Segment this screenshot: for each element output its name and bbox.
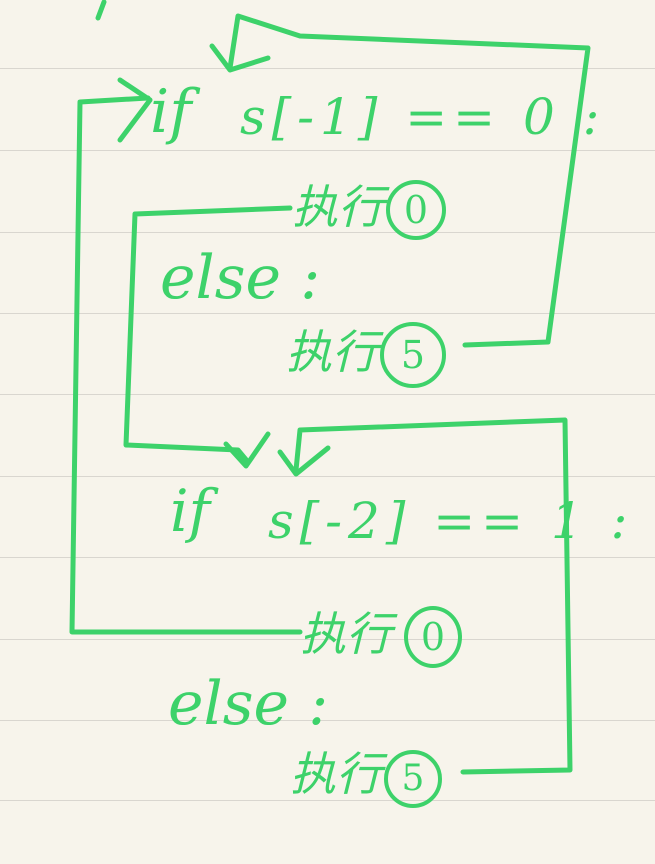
then-action-text-2: 执行 (300, 607, 392, 661)
ruled-line (0, 394, 655, 395)
then-action-text-1: 执行 (292, 180, 384, 234)
circled-number-5: 5 (380, 322, 446, 388)
ruled-line (0, 720, 655, 721)
circled-number-0: 0 (404, 606, 462, 668)
arrowhead (209, 43, 271, 73)
arrowhead (223, 431, 271, 469)
ruled-line (0, 557, 655, 558)
ruled-line (0, 68, 655, 69)
arrowhead (117, 77, 153, 143)
condition-expr-1: s[-1] == 0 : (240, 88, 606, 146)
condition-expr-2: s[-2] == 1 : (268, 492, 634, 550)
ruled-line (0, 150, 655, 151)
arrowhead (277, 445, 331, 477)
if-keyword-1: if (150, 77, 192, 147)
ruled-line (0, 639, 655, 640)
ruled-line (0, 313, 655, 314)
ruled-line (0, 800, 655, 801)
else-action-text-2: 执行 (290, 747, 382, 801)
arrow-else1-to-if1 (227, 13, 591, 348)
top-stroke (95, 0, 107, 21)
circled-number-5: 5 (384, 750, 442, 808)
arrow-then2-to-if1 (69, 95, 303, 635)
ruled-line (0, 476, 655, 477)
if-keyword-2: if (170, 477, 211, 545)
ruled-line (0, 232, 655, 233)
else-action-text-1: 执行 (286, 325, 378, 379)
circled-number-0: 0 (386, 180, 446, 240)
arrow-then1-to-if2 (123, 205, 293, 465)
else-label-2: else : (168, 669, 329, 739)
else-label-1: else : (160, 243, 321, 313)
arrow-else2-to-if2 (293, 417, 573, 775)
